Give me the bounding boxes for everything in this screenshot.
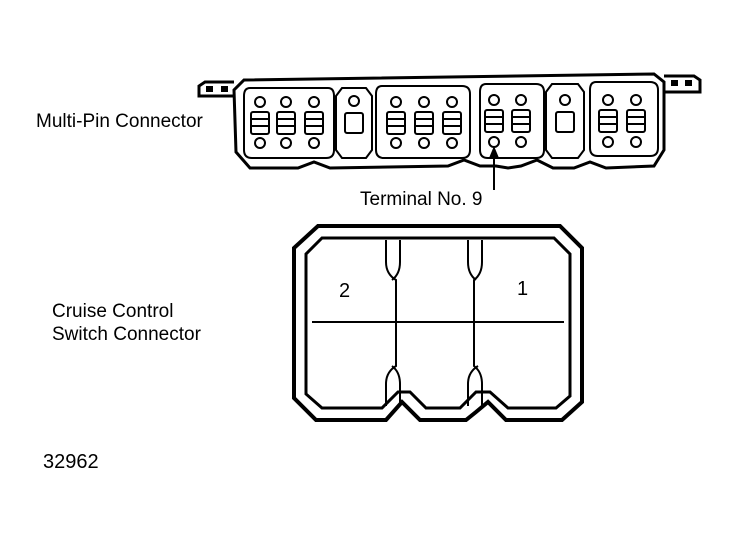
cruise-label-line-1: Cruise Control [52,301,174,322]
cavity-e [545,83,585,159]
cavity-b [335,87,373,159]
multi-pin-connector-label: Multi-Pin Connector [36,111,203,132]
terminal-pins [250,94,646,149]
multi-pin-connector [197,72,702,170]
cavity-c [375,85,471,159]
left-mounting-tab [197,80,234,98]
pin-1-label: 1 [517,278,529,300]
right-post [473,240,483,406]
left-post [385,240,397,406]
right-mounting-tab [664,74,702,94]
right-post-inner [467,240,477,281]
multi-pin-housing [232,72,666,170]
terminal-9-arrow [489,146,499,190]
left-post-inner [391,240,401,281]
cavity-a [243,87,335,159]
switch-outer-shell [292,224,584,422]
cruise-switch-connector [292,224,584,422]
cruise-switch-connector-label: Cruise Control Switch Connector [52,300,201,346]
cruise-label-line-2: Switch Connector [52,324,201,345]
cavity-d [479,83,545,159]
pin-2-label: 2 [339,280,351,302]
terminal-number-label: Terminal No. 9 [360,189,483,210]
switch-inner-shell [304,236,572,410]
figure-code: 32962 [43,451,99,473]
cavity-f [589,81,659,157]
